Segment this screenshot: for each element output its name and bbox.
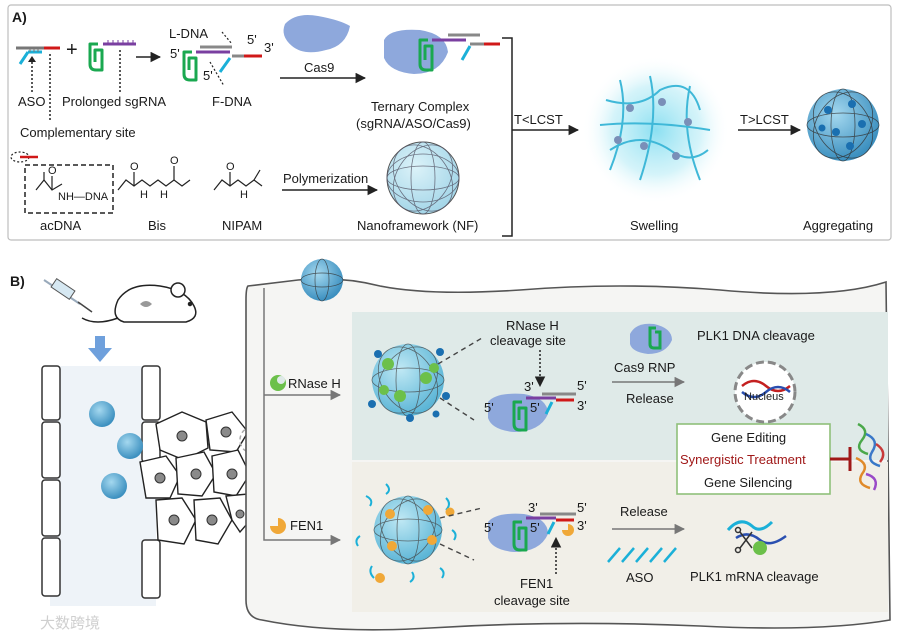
bis-o1: O xyxy=(130,161,139,173)
zoom-rnaseh-bottom xyxy=(439,397,475,421)
polymerization-label: Polymerization xyxy=(283,171,368,186)
aggregating-label: Aggregating xyxy=(803,218,873,233)
branch-bracket xyxy=(263,288,342,546)
nipam-label: NIPAM xyxy=(222,218,262,233)
acdna-o: O xyxy=(48,165,57,177)
released-aso-label: ASO xyxy=(626,570,653,585)
synergistic-label: Synergistic Treatment xyxy=(680,452,806,467)
gene-silencing-label: Gene Silencing xyxy=(704,475,792,490)
plus-sign: + xyxy=(66,39,78,61)
fen1-complex-icon xyxy=(488,512,576,552)
bis-nh1: H xyxy=(140,189,148,201)
swelling-label: Swelling xyxy=(630,218,678,233)
rnaseh-3p-a: 3' xyxy=(524,379,534,394)
vessel-wall-right xyxy=(141,365,161,599)
five-prime-3: 5' xyxy=(203,68,213,83)
f-dna-label: F-DNA xyxy=(212,94,252,109)
merge-bracket xyxy=(502,37,513,237)
rnaseh-label: RNase H xyxy=(288,376,341,391)
nipam-nh: H xyxy=(240,189,248,201)
bis-structure xyxy=(117,166,191,191)
fen1-5p-b: 5' xyxy=(484,520,494,535)
fen1-site-label-1: FEN1 xyxy=(520,576,553,591)
panel-a-tag: A) xyxy=(12,9,27,25)
acdna-nh-dna: NH—DNA xyxy=(58,191,109,203)
aso-label: ASO xyxy=(18,94,45,109)
zoom-fen1-top xyxy=(439,507,483,519)
watermark: 大数跨境 xyxy=(40,614,100,632)
syringe-icon xyxy=(43,278,93,313)
plk1-protein-icon xyxy=(855,422,885,491)
rnaseh-5p-a: 5' xyxy=(577,378,587,393)
plk1-mrna-label: PLK1 mRNA cleavage xyxy=(690,569,819,584)
five-prime-2: 5' xyxy=(247,32,257,47)
aggregating-sphere xyxy=(806,88,880,162)
panel-b: B) xyxy=(10,258,891,631)
nipam-structure xyxy=(213,169,263,191)
rnaseh-5p-c: 5' xyxy=(530,400,540,415)
ternary-complex-label: Ternary Complex xyxy=(371,99,470,114)
rnaseh-enzyme-icon xyxy=(270,375,286,391)
cas9-rnp-label: Cas9 RNP xyxy=(614,360,675,375)
released-aso-strands xyxy=(607,547,677,563)
prolonged-sgrna-label: Prolonged sgRNA xyxy=(62,94,166,109)
injection-arrow xyxy=(88,336,112,362)
fen1-enzyme-icon xyxy=(270,518,286,534)
mouse-icon xyxy=(81,282,197,323)
circulating-nf xyxy=(89,401,143,499)
fen1-label: FEN1 xyxy=(290,518,323,533)
fen1-5p-a: 5' xyxy=(577,500,587,515)
panel-a: A) ASO + Complementary site Prolonged sg… xyxy=(7,4,892,241)
panel-b-tag: B) xyxy=(10,273,25,289)
t-below-label: T<LCST xyxy=(514,112,563,127)
rnaseh-complex-icon xyxy=(488,392,576,432)
bis-nh2: H xyxy=(160,189,168,201)
gene-editing-label: Gene Editing xyxy=(711,430,786,445)
hybrid-construct-icon xyxy=(182,31,262,87)
nanoframework-label: Nanoframework (NF) xyxy=(357,218,478,233)
rnaseh-5p-b: 5' xyxy=(484,400,494,415)
fen1-3p-a: 3' xyxy=(528,500,538,515)
l-dna-label: L-DNA xyxy=(169,26,208,41)
mrna-cleavage-icon xyxy=(726,520,787,555)
cell-nuclei xyxy=(154,426,245,526)
fen1-5p-c: 5' xyxy=(530,520,540,535)
cas9-label: Cas9 xyxy=(304,60,334,75)
aso-duplex-icon xyxy=(16,46,60,122)
sgrna-icon xyxy=(88,40,136,92)
three-prime-1: 3' xyxy=(264,40,274,55)
swelling-network xyxy=(582,56,730,204)
t-above-label: T>LCST xyxy=(740,112,789,127)
rnaseh-site-label-1: RNase H xyxy=(506,318,559,333)
release-label-2: Release xyxy=(620,504,668,519)
nucleus-icon xyxy=(733,360,797,424)
ternary-complex-sub: (sgRNA/ASO/Cas9) xyxy=(356,116,471,131)
nucleus-label: Nucleus xyxy=(744,391,784,403)
nanoframework-sphere xyxy=(386,141,460,215)
complementary-site-label: Complementary site xyxy=(20,125,136,140)
synergy-box xyxy=(676,423,831,495)
ternary-complex-icon xyxy=(384,29,500,74)
acdna-structure xyxy=(35,172,63,191)
bis-label: Bis xyxy=(148,218,167,233)
acdna-label: acDNA xyxy=(40,218,82,233)
cas9-icon xyxy=(283,15,350,53)
bis-o2: O xyxy=(170,155,179,167)
acdna-box xyxy=(24,164,114,214)
rnaseh-3p-b: 3' xyxy=(577,398,587,413)
vessel-wall-left xyxy=(41,365,61,597)
plk1-dna-label: PLK1 DNA cleavage xyxy=(697,328,815,343)
nf-entering-cell xyxy=(300,258,344,302)
nipam-o: O xyxy=(226,161,235,173)
zoom-fen1-bottom xyxy=(439,543,475,561)
nf-rnaseh xyxy=(368,343,450,422)
fen1-3p-b: 3' xyxy=(577,518,587,533)
five-prime-1: 5' xyxy=(170,46,180,61)
fen1-site-label-2: cleavage site xyxy=(494,593,570,608)
release-label-1: Release xyxy=(626,391,674,406)
rnaseh-site-label-2: cleavage site xyxy=(490,333,566,348)
cas9-rnp-icon xyxy=(630,323,672,354)
nf-fen1 xyxy=(355,483,457,583)
